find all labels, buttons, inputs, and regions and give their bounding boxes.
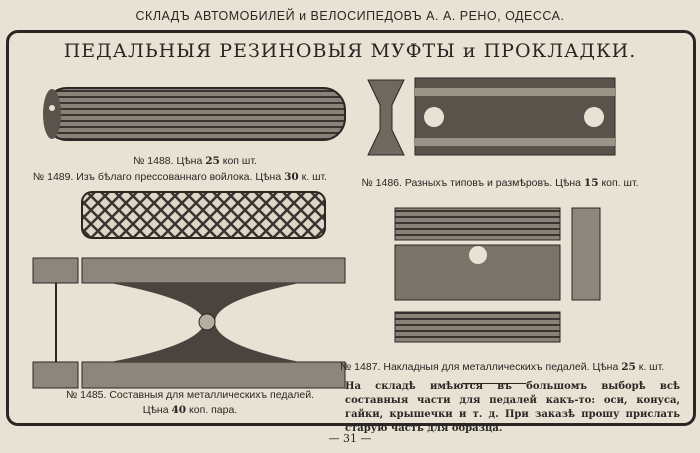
composite-pedal-1485-image — [32, 257, 346, 389]
caption-text: к. шт. — [635, 361, 665, 373]
caption-text: Цѣна — [142, 404, 172, 416]
price: 25 — [205, 155, 220, 167]
caption-text: № 1488. Цѣна — [133, 155, 206, 167]
caption-1485: № 1485. Составныя для металлическихъ пед… — [30, 389, 350, 416]
pad-1486-image — [367, 77, 616, 156]
felt-pad-1489-image — [81, 191, 326, 239]
caption-1486: № 1486. Разныхъ типовъ и размѣровъ. Цѣна… — [350, 177, 650, 189]
page-frame — [6, 30, 696, 426]
caption-1487: № 1487. Накладныя для металлическихъ пед… — [340, 361, 664, 373]
caption-text: № 1489. Изъ бѣлаго прессованнаго войлока… — [32, 171, 285, 183]
divider — [462, 383, 526, 384]
price: 15 — [583, 177, 599, 189]
pad-1487-image — [394, 207, 601, 343]
price: 40 — [171, 404, 187, 416]
price: 30 — [284, 171, 299, 183]
price: 25 — [621, 361, 636, 373]
caption-text: коп. шт. — [598, 177, 639, 189]
caption-text: коп шт. — [219, 155, 257, 167]
caption-1488: № 1488. Цѣна 25 коп шт. — [60, 155, 330, 167]
caption-text: № 1485. Составныя для металлическихъ пед… — [65, 389, 315, 401]
page-title: ПЕДАЛЬНЫЯ РЕЗИНОВЫЯ МУФТЫ и ПРОКЛАДКИ. — [63, 40, 637, 62]
caption-text: № 1487. Накладныя для металлическихъ пед… — [340, 361, 622, 373]
caption-text: коп. пара. — [186, 404, 238, 416]
page-number: — 31 — — [328, 432, 372, 445]
stock-note: На складѣ имѣются въ большомъ выборѣ всѣ… — [345, 381, 680, 434]
roller-1488-image — [43, 87, 346, 141]
caption-text: № 1486. Разныхъ типовъ и размѣровъ. Цѣна — [361, 177, 584, 189]
caption-1489: № 1489. Изъ бѣлаго прессованнаго войлока… — [20, 171, 340, 183]
catalog-header: СКЛАДЪ АВТОМОБИЛЕЙ и ВЕЛОСИПЕДОВЪ А. А. … — [135, 9, 565, 23]
caption-text: к. шт. — [298, 171, 328, 183]
